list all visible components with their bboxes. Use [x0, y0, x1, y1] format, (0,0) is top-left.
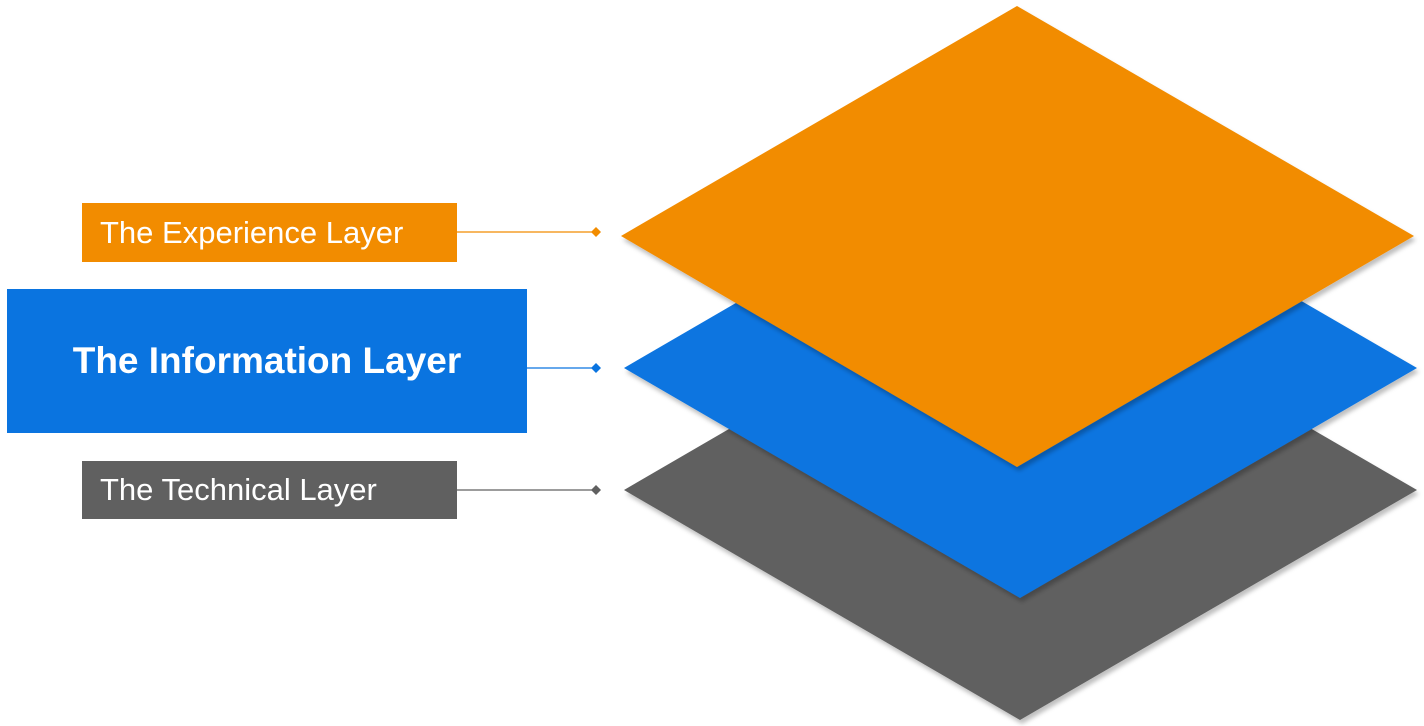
technical-layer-label-text: The Technical Layer [100, 472, 377, 507]
technical-connector-diamond-icon [591, 485, 601, 495]
information-layer-label-text: The Information Layer [72, 340, 462, 381]
experience-layer-plane [621, 6, 1414, 467]
information-connector-diamond-icon [591, 363, 601, 373]
information-layer-label: The Information Layer [7, 289, 527, 433]
experience-layer-label-text: The Experience Layer [100, 214, 404, 250]
technical-connector [457, 485, 601, 495]
experience-connector-diamond-icon [591, 227, 601, 237]
experience-layer-label: The Experience Layer [82, 203, 457, 262]
experience-connector [457, 227, 601, 237]
technical-layer-label: The Technical Layer [82, 461, 457, 519]
